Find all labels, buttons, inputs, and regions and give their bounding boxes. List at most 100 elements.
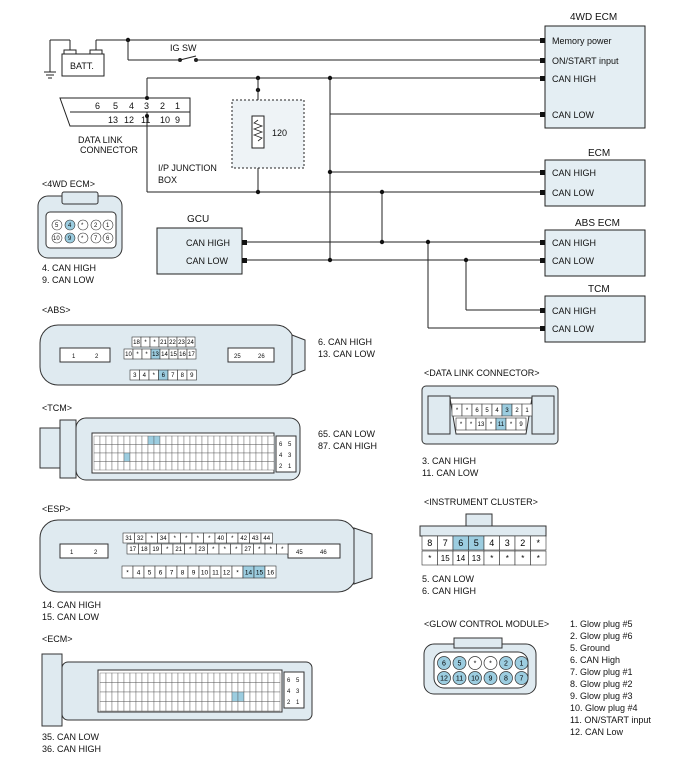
pin-label: 31	[125, 536, 132, 542]
pin-label: 15	[170, 352, 177, 358]
pin-cell	[183, 435, 191, 445]
pin-cell	[147, 452, 155, 462]
pin-cell	[183, 701, 191, 712]
pin-cell	[117, 682, 125, 693]
pin-cell	[201, 444, 209, 454]
pin-cell	[105, 672, 113, 683]
pin-label: *	[185, 536, 188, 542]
ecm-conn-title: <ECM>	[42, 634, 73, 644]
pin-label: 14	[456, 554, 465, 563]
pin-cell	[468, 656, 482, 670]
pin-cell	[231, 452, 239, 462]
pin-cell	[249, 672, 257, 683]
pin-cell	[165, 701, 173, 712]
pin-label: 10	[201, 569, 209, 576]
pin-cell	[189, 691, 197, 702]
pin-cell	[189, 461, 197, 471]
pin-cell	[213, 682, 221, 693]
svg-text:9. Glow plug #3: 9. Glow plug #3	[570, 691, 633, 701]
pin-cell	[135, 691, 143, 702]
pin-cell	[249, 691, 257, 702]
pin-label: *	[490, 422, 493, 428]
tcm-side-pins: 6 5 4 3 2 1	[279, 442, 292, 470]
pin-cell	[219, 701, 227, 712]
pin-cell	[530, 550, 547, 566]
pin-label: 23	[178, 340, 185, 346]
pin-cell	[195, 691, 203, 702]
pin-cell	[261, 672, 269, 683]
pin-cell	[267, 691, 275, 702]
pin-cell	[183, 682, 191, 693]
svg-text:4: 4	[287, 689, 291, 695]
pin-cell	[231, 461, 239, 471]
pin-label: 6	[442, 661, 446, 668]
pin-cell	[165, 444, 173, 454]
pin-cell	[530, 535, 547, 551]
pin-label: 4	[495, 408, 499, 414]
pin-cell	[515, 417, 527, 431]
pin-cell	[141, 461, 149, 471]
pin-cell	[117, 691, 125, 702]
pin-label: *	[466, 408, 469, 414]
pin-cell	[255, 691, 263, 702]
junction-box-label-2: BOX	[158, 175, 177, 185]
svg-text:46: 46	[320, 550, 327, 556]
pin-cell	[243, 682, 251, 693]
svg-text:10. Glow plug #4: 10. Glow plug #4	[570, 703, 638, 713]
pin-label: 27	[244, 547, 251, 553]
pin-cell	[201, 435, 209, 445]
pin-label: 21	[175, 547, 182, 553]
svg-text:CAN HIGH: CAN HIGH	[186, 238, 230, 248]
pin-cell	[243, 461, 251, 471]
pin-cell	[189, 682, 197, 693]
pin-cell	[99, 444, 107, 454]
pin-cell	[189, 435, 197, 445]
pin-label: *	[212, 547, 215, 553]
svg-text:CAN HIGH: CAN HIGH	[552, 306, 596, 316]
pin-cell	[219, 435, 227, 445]
esp-conn-title: <ESP>	[42, 504, 71, 514]
pin-cell	[195, 461, 203, 471]
pin-cell	[267, 701, 275, 712]
pin-cell	[231, 701, 239, 712]
svg-text:*: *	[81, 223, 84, 229]
pin-cell	[225, 701, 233, 712]
pin-label: 5	[485, 408, 489, 414]
svg-text:35. CAN LOW: 35. CAN LOW	[42, 732, 100, 742]
pin-label: 9	[519, 422, 523, 428]
pin-cell	[111, 682, 119, 693]
svg-text:3: 3	[296, 689, 300, 695]
pin-cell	[237, 444, 245, 454]
pin-label: 3	[133, 373, 137, 379]
svg-text:9. CAN LOW: 9. CAN LOW	[42, 275, 95, 285]
pin-cell	[117, 444, 125, 454]
pin-cell	[213, 691, 221, 702]
svg-text:13: 13	[108, 115, 118, 125]
svg-text:5: 5	[113, 101, 118, 111]
pin-cell	[111, 452, 119, 462]
pin-cell	[159, 452, 167, 462]
pin-cell	[177, 444, 185, 454]
pin-label: *	[510, 422, 513, 428]
pin-cell	[237, 682, 245, 693]
pin-label: 22	[169, 340, 176, 346]
pin-label: *	[153, 340, 156, 346]
svg-text:1. Glow plug #5: 1. Glow plug #5	[570, 619, 633, 629]
pin-cell	[123, 435, 131, 445]
pin-cell	[468, 671, 482, 685]
pin-cell	[141, 452, 149, 462]
ig-sw-label: IG SW	[170, 43, 197, 53]
pin-label: *	[153, 373, 156, 379]
pin-label: 44	[263, 536, 270, 542]
pin-cell	[261, 701, 269, 712]
pin-cell	[129, 691, 137, 702]
pin-cell	[207, 452, 215, 462]
pin-cell	[99, 691, 107, 702]
svg-text:87. CAN HIGH: 87. CAN HIGH	[318, 441, 377, 451]
pin-cell	[147, 435, 155, 445]
pin-label: 21	[160, 340, 167, 346]
pin-cell	[171, 682, 179, 693]
pin-label: 2	[504, 661, 508, 668]
pin-label: 6	[159, 569, 163, 576]
